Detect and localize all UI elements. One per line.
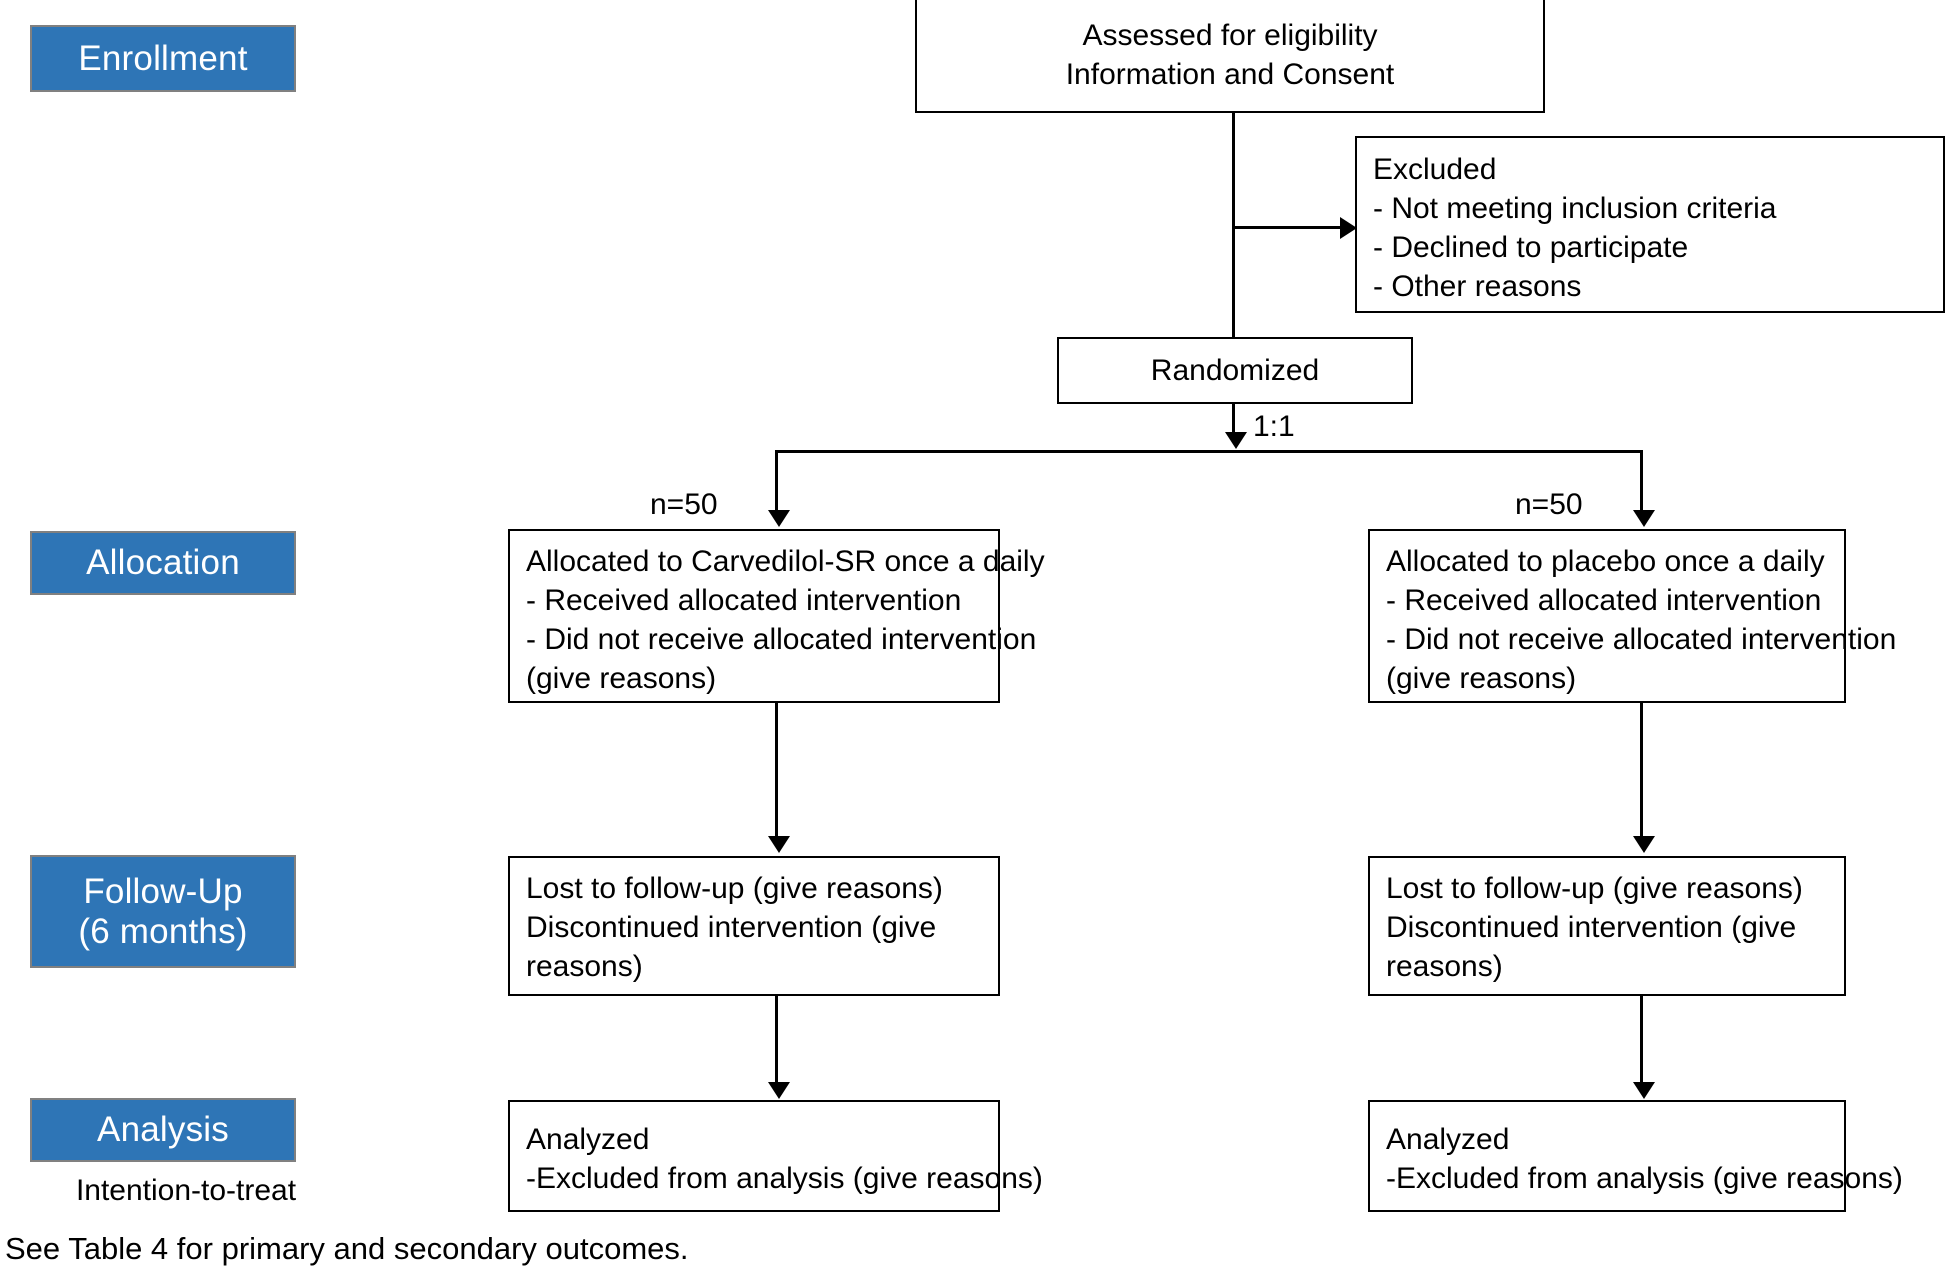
label-n-right: n=50 — [1515, 488, 1583, 521]
box-assessed-line1: Assessed for eligibility — [1082, 19, 1378, 52]
box-analysis-right-line1: Analyzed — [1386, 1123, 1510, 1156]
box-excluded-line3: - Declined to participate — [1373, 231, 1689, 264]
connector-followup-right-to-analysis-right — [1640, 996, 1643, 1084]
arrowhead-to-excluded — [1340, 217, 1357, 239]
box-allocation-left-line4: (give reasons) — [526, 662, 717, 695]
stage-label-analysis-text: Analysis — [97, 1110, 229, 1150]
box-excluded: Excluded - Not meeting inclusion criteri… — [1355, 136, 1945, 313]
box-followup-right: Lost to follow-up (give reasons) Discont… — [1368, 856, 1846, 996]
box-excluded-line4: - Other reasons — [1373, 270, 1582, 303]
stage-label-enrollment: Enrollment — [30, 25, 296, 92]
box-allocation-right: Allocated to placebo once a daily - Rece… — [1368, 529, 1897, 703]
connector-split-to-alloc-right — [1640, 450, 1643, 512]
box-analysis-left-line1: Analyzed — [526, 1123, 650, 1156]
arrowhead-alloc-left — [768, 510, 790, 527]
box-allocation-right-line3: - Did not receive allocated intervention — [1386, 623, 1897, 656]
box-analysis-right-line2: -Excluded from analysis (give reasons) — [1386, 1162, 1903, 1195]
box-allocation-left-line1: Allocated to Carvedilol-SR once a daily — [526, 545, 1045, 578]
arrowhead-randomized-split — [1225, 432, 1247, 449]
box-allocation-right-line4: (give reasons) — [1386, 662, 1577, 695]
connector-followup-left-to-analysis-left — [775, 996, 778, 1084]
footer-note: See Table 4 for primary and secondary ou… — [5, 1231, 689, 1266]
box-allocation-left: Allocated to Carvedilol-SR once a daily … — [508, 529, 1045, 703]
box-allocation-right-line2: - Received allocated intervention — [1386, 584, 1822, 617]
box-followup-left-line1: Lost to follow-up (give reasons) — [526, 872, 943, 905]
box-analysis-left-line2: -Excluded from analysis (give reasons) — [526, 1162, 1043, 1195]
box-followup-left-line3: reasons) — [526, 950, 643, 983]
box-excluded-line1: Excluded — [1373, 153, 1497, 186]
connector-alloc-right-to-followup-right — [1640, 703, 1643, 838]
box-followup-right-line3: reasons) — [1386, 950, 1503, 983]
box-allocation-left-line3: - Did not receive allocated intervention — [526, 623, 1037, 656]
label-randomization-ratio: 1:1 — [1253, 410, 1295, 443]
box-assessed-line2: Information and Consent — [1065, 58, 1395, 91]
stage-label-followup-line1: Follow-Up — [83, 872, 243, 912]
arrowhead-alloc-right — [1633, 510, 1655, 527]
arrowhead-analysis-left — [768, 1082, 790, 1099]
box-followup-right-line1: Lost to follow-up (give reasons) — [1386, 872, 1803, 905]
arrowhead-analysis-right — [1633, 1082, 1655, 1099]
stage-label-allocation-text: Allocation — [86, 543, 240, 583]
box-analysis-left: Analyzed -Excluded from analysis (give r… — [508, 1100, 1043, 1212]
box-randomized: Randomized — [1057, 337, 1413, 404]
box-allocation-right-line1: Allocated to placebo once a daily — [1386, 545, 1825, 578]
connector-alloc-left-to-followup-left — [775, 703, 778, 838]
box-allocation-left-line2: - Received allocated intervention — [526, 584, 962, 617]
analysis-subnote: Intention-to-treat — [75, 1174, 297, 1207]
connector-assessed-to-randomized — [1232, 113, 1235, 337]
box-followup-left: Lost to follow-up (give reasons) Discont… — [508, 856, 1000, 996]
arrowhead-followup-right — [1633, 836, 1655, 853]
box-assessed-for-eligibility: Assessed for eligibility Information and… — [915, 0, 1545, 113]
stage-label-allocation: Allocation — [30, 531, 296, 595]
box-followup-left-line2: Discontinued intervention (give — [526, 911, 937, 944]
stage-label-followup-line2: (6 months) — [78, 911, 248, 951]
box-randomized-text: Randomized — [1150, 354, 1320, 387]
connector-split-to-alloc-left — [775, 450, 778, 512]
connector-randomized-to-split — [1232, 404, 1235, 434]
stage-label-analysis: Analysis — [30, 1098, 296, 1162]
label-n-left: n=50 — [650, 488, 718, 521]
box-followup-right-line2: Discontinued intervention (give — [1386, 911, 1797, 944]
connector-to-excluded — [1232, 226, 1342, 229]
allocation-split-bus — [775, 450, 1643, 453]
arrowhead-followup-left — [768, 836, 790, 853]
box-excluded-line2: - Not meeting inclusion criteria — [1373, 192, 1777, 225]
stage-label-enrollment-text: Enrollment — [78, 38, 248, 78]
stage-label-followup: Follow-Up (6 months) — [30, 855, 296, 968]
box-analysis-right: Analyzed -Excluded from analysis (give r… — [1368, 1100, 1903, 1212]
